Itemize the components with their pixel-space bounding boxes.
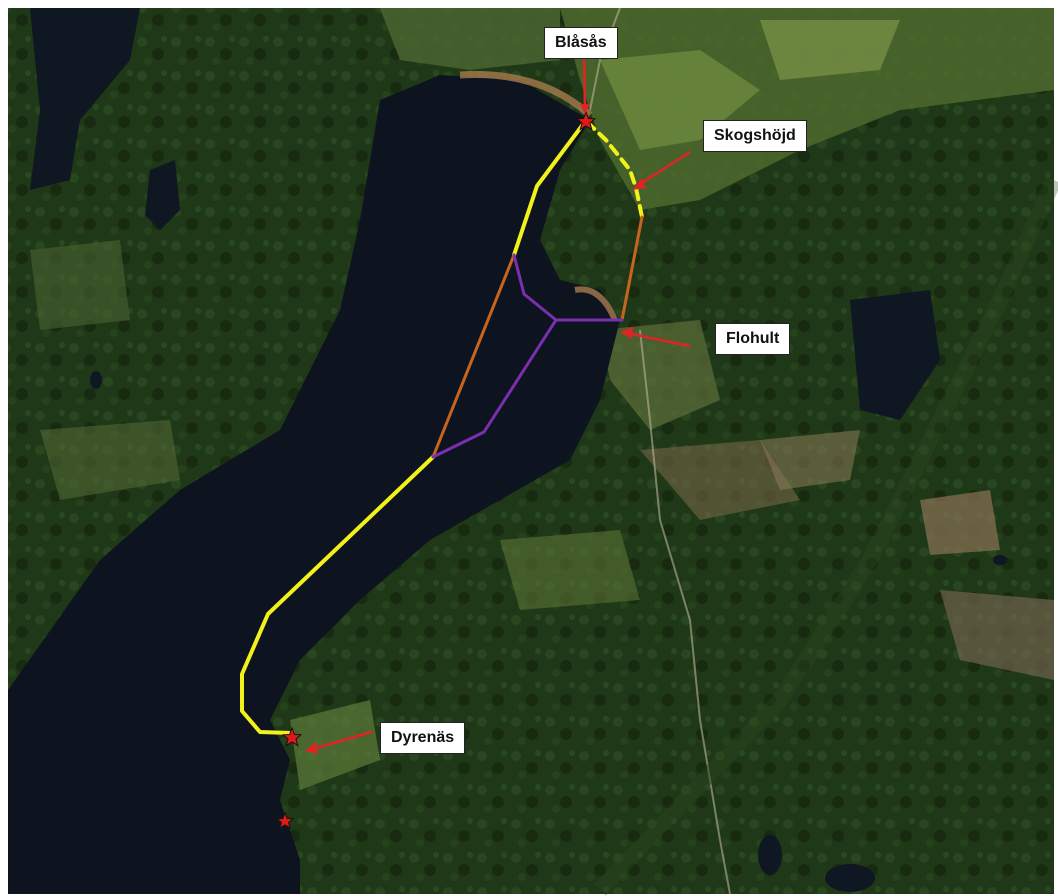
route-yellow-south xyxy=(240,455,435,735)
place-label-flohult-text: Flohult xyxy=(726,330,780,347)
star-marker-south xyxy=(275,811,295,830)
place-label-flohult: Flohult xyxy=(715,323,791,355)
route-purple-b xyxy=(431,318,558,459)
place-label-skogshojd-text: Skogshöjd xyxy=(714,127,796,144)
pointer-skogshojd xyxy=(639,150,691,186)
pointer-flohult xyxy=(631,332,691,348)
beach-flohult xyxy=(574,286,618,322)
route-yellow-dashed xyxy=(585,120,644,219)
label-pointers xyxy=(305,57,691,754)
place-label-dyrenas-text: Dyrenäs xyxy=(391,729,455,746)
place-label-blasas-text: Blåsås xyxy=(555,34,607,51)
farmland-areas xyxy=(30,8,1054,790)
place-markers xyxy=(275,110,597,830)
pointer-blasas xyxy=(582,57,587,109)
place-label-skogshojd: Skogshöjd xyxy=(703,120,807,152)
routes xyxy=(240,120,644,735)
beach xyxy=(459,71,593,118)
star-marker-blasas xyxy=(575,110,597,131)
route-purple-a xyxy=(512,253,624,322)
route-orange-shore xyxy=(620,215,644,322)
pointer-dyrenas xyxy=(315,730,373,750)
star-marker-dyrenas xyxy=(281,726,303,747)
place-label-dyrenas: Dyrenäs xyxy=(380,722,466,754)
roads xyxy=(589,7,1058,896)
route-yellow-main xyxy=(512,121,586,257)
place-label-blasas: Blåsås xyxy=(544,27,618,59)
forest-lakes xyxy=(30,8,1007,892)
main-lake xyxy=(8,75,620,894)
route-orange-lake xyxy=(431,253,516,459)
